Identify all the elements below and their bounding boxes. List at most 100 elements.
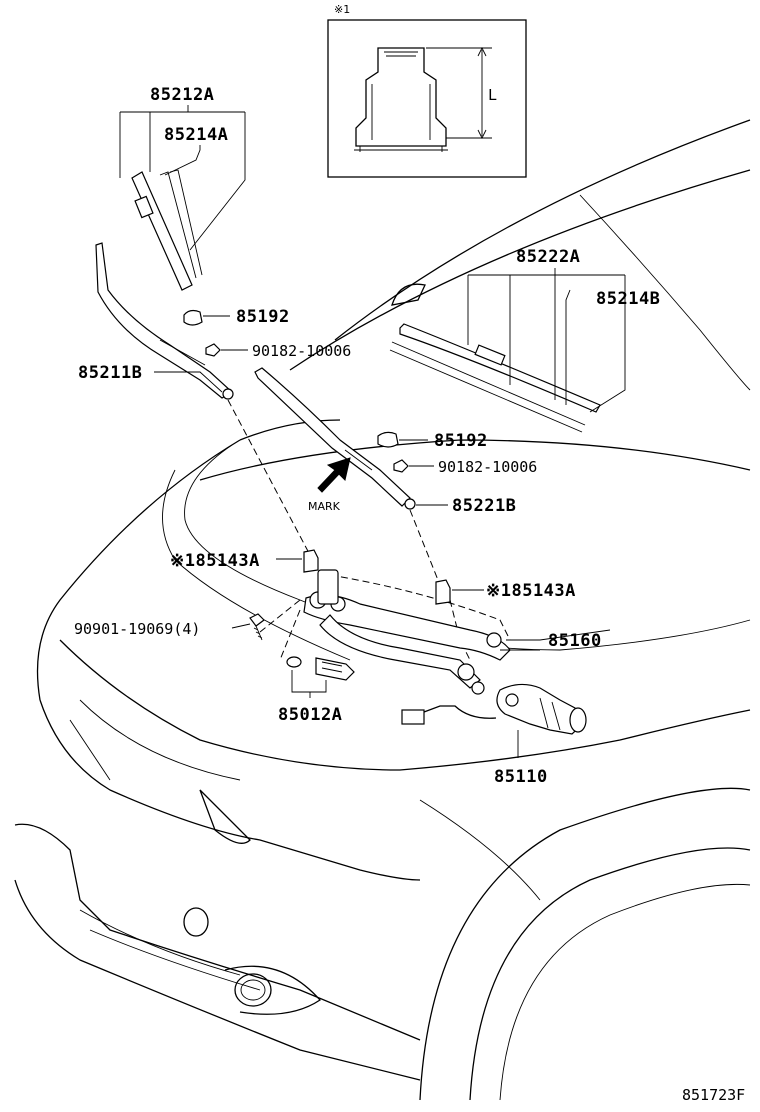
label-85143A-right: ※185143A (486, 581, 576, 601)
bolt-thread (253, 625, 263, 641)
inset-mark: ※1 (334, 3, 350, 16)
wheel-arch-outer (419, 787, 751, 1101)
label-85192-mid: 85192 (434, 431, 488, 451)
fog-light-inner (240, 979, 266, 1001)
arm-right-pivot (404, 498, 416, 510)
motor-shaft (505, 693, 519, 707)
motor-harness (423, 705, 497, 719)
dash-bolt (259, 599, 301, 633)
wiper-blade-right (389, 268, 626, 433)
label-85222A: 85222A (516, 247, 580, 267)
front-upper-fascia (39, 699, 421, 881)
hood-front-edge (59, 639, 751, 771)
nut-90182-mid (393, 459, 409, 473)
leader-85212A (119, 105, 246, 251)
blade-left-refill (159, 171, 197, 279)
motor-end-cap (569, 707, 587, 733)
pivot-cap-left (276, 549, 319, 573)
cap-profile (355, 47, 447, 147)
blade-right-rubber1 (391, 341, 586, 426)
fog-light (234, 973, 272, 1007)
label-90182-top: 90182-10006 (252, 342, 351, 360)
label-90182-mid: 90182-10006 (438, 458, 537, 476)
bolt-head (249, 613, 265, 627)
motor-ribs (539, 697, 561, 731)
sensor (183, 907, 209, 937)
leader-90901 (231, 623, 251, 629)
cap-nut-top (183, 309, 248, 357)
label-85214B: 85214B (596, 289, 660, 309)
side-mirror (391, 283, 426, 306)
bracket-body (315, 657, 355, 681)
cap-grip (382, 47, 420, 57)
label-85110: 85110 (494, 767, 548, 787)
wiper-blade-left (119, 105, 246, 291)
inset-detail: ※1 L (327, 3, 527, 178)
pivot-cap-right (435, 579, 484, 605)
windshield-top-edge (334, 119, 751, 341)
headlight-tip (199, 789, 251, 844)
blade-right-clip (474, 344, 506, 366)
dimension-lines (426, 47, 492, 139)
hood-inner-line (162, 469, 351, 661)
cowl-line (199, 439, 751, 481)
label-85221B: 85221B (452, 496, 516, 516)
pivot-housing-left (317, 569, 339, 605)
hood-top-edge (239, 419, 341, 441)
arm-left-detail (159, 339, 206, 366)
mark-arrow: MARK (308, 457, 351, 513)
headlight-lines (69, 699, 241, 781)
grommet (286, 656, 302, 668)
hood-left-edge (36, 439, 241, 701)
dash-bracket (279, 609, 301, 661)
a-pillar-line (579, 194, 751, 391)
label-85012A: 85012A (278, 705, 342, 725)
cap-inner (371, 84, 431, 140)
blade-left-body (131, 171, 193, 291)
mark-label: MARK (308, 500, 341, 513)
tire-edge (499, 883, 751, 1101)
leader-85012A (291, 670, 327, 698)
inset-frame (327, 19, 527, 178)
cap-85143A-left (303, 549, 319, 573)
label-90901: 90901-19069(4) (74, 620, 200, 638)
dimension-arrows (477, 46, 487, 140)
leader-85214B (565, 289, 571, 405)
assembly-lines (227, 399, 511, 661)
bumper-upper (14, 823, 421, 1041)
cap-85192-top (183, 309, 203, 326)
cap-nut-mid (377, 431, 434, 473)
leader-85211B (154, 371, 223, 393)
windshield-lower-edge (289, 169, 751, 371)
dash-link (329, 574, 511, 641)
blade-right-rubber2 (389, 349, 583, 433)
wiper-linkage (303, 569, 611, 695)
wiper-arm-left (95, 242, 234, 400)
nut-90182-top (205, 343, 221, 357)
label-85143A-left: ※185143A (170, 551, 260, 571)
label-85211B: 85211B (78, 363, 142, 383)
bracket-85012A (286, 656, 355, 698)
blade-right-body (399, 323, 601, 413)
linkage-bar-lower (319, 614, 481, 689)
wiper-motor (401, 683, 587, 758)
blade-left-clip (134, 195, 154, 219)
cap-85143A-right (435, 579, 451, 605)
motor-connector (401, 709, 425, 725)
mark-arrow-icon (317, 457, 351, 493)
label-85214A: 85214A (164, 125, 228, 145)
dash-right-arm (409, 509, 441, 586)
arm-left-pivot (222, 388, 234, 400)
wheel-arch-inner (469, 847, 751, 1101)
arm-right-detail (344, 449, 373, 471)
wiper-arm-right (254, 367, 448, 510)
diagram-id: 851723F (682, 1086, 745, 1104)
fog-light-bezel (224, 965, 321, 1015)
leader-85160 (500, 629, 611, 651)
bolt-90901 (231, 613, 265, 641)
label-85192-top: 85192 (236, 307, 290, 327)
vehicle-body (14, 119, 751, 1101)
bumper-lower (14, 879, 421, 1081)
